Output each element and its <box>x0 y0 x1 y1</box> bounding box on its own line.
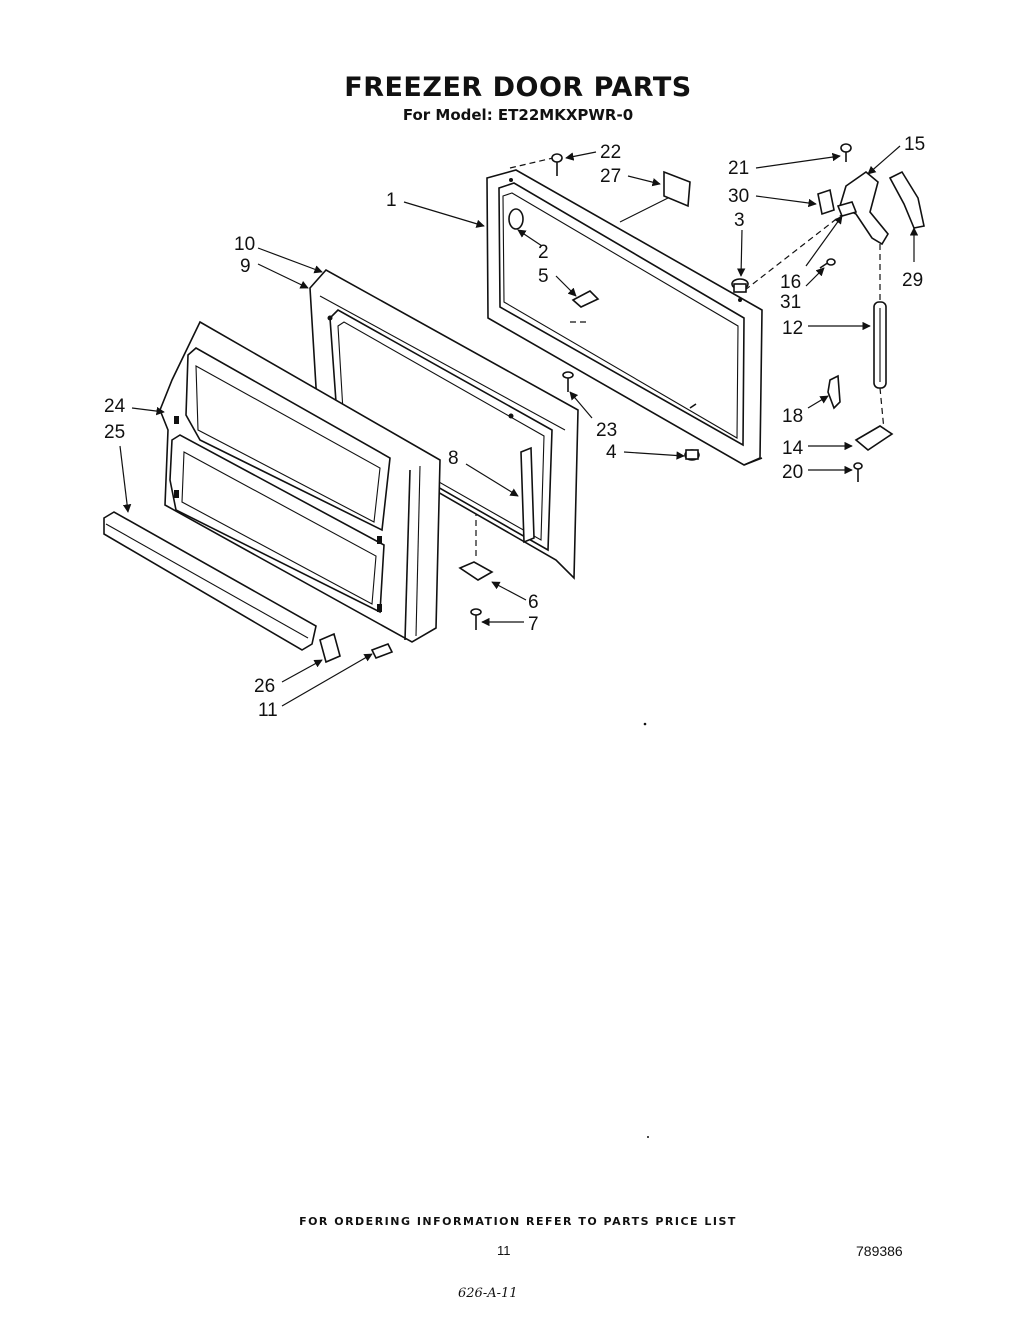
handwritten-note: 626-A-11 <box>458 1286 518 1301</box>
callout-29: 29 <box>902 270 923 291</box>
bottom-handle-mount-shape <box>854 425 894 451</box>
hinge-cover-shape <box>888 170 925 229</box>
callout-11: 11 <box>258 700 278 721</box>
callout-3: 3 <box>734 210 745 231</box>
door-liner-shape <box>159 320 441 643</box>
label-plate-shape <box>663 170 691 208</box>
lower-bracket-shape <box>458 561 494 581</box>
leader-lines <box>119 145 919 707</box>
callout-18: 18 <box>782 406 803 427</box>
door-stop-shape <box>508 208 524 230</box>
callout-21: 21 <box>728 158 749 179</box>
callout-24: 24 <box>104 396 126 417</box>
clip-screw-shape <box>562 371 574 392</box>
callout-1: 1 <box>386 190 397 211</box>
ordering-note: FOR ORDERING INFORMATION REFER TO PARTS … <box>299 1215 737 1228</box>
callout-30: 30 <box>728 186 749 207</box>
callout-4: 4 <box>606 442 617 463</box>
callout-6: 6 <box>528 592 539 613</box>
callout-22: 22 <box>600 142 621 163</box>
document-number: 789386 <box>856 1243 903 1259</box>
frame-screw-shape <box>551 153 563 176</box>
callout-15: 15 <box>904 134 925 155</box>
callout-14: 14 <box>782 438 804 459</box>
callout-7: 7 <box>528 614 539 635</box>
mount-screw-shape <box>853 462 863 482</box>
end-cap-screw-shape <box>370 642 394 660</box>
hinge-washer-shape <box>836 201 858 217</box>
callout-2: 2 <box>538 242 549 263</box>
callout-12: 12 <box>782 318 803 339</box>
callout-5: 5 <box>538 266 549 287</box>
callout-26: 26 <box>254 676 275 697</box>
callout-16: 16 <box>780 272 801 293</box>
end-cap-shape <box>319 632 341 664</box>
callout-labels: 1 2 3 4 5 6 7 8 9 10 11 12 14 15 16 18 2… <box>104 134 925 721</box>
page-number: 11 <box>497 1243 511 1258</box>
callout-9: 9 <box>240 256 251 277</box>
callout-27: 27 <box>600 166 621 187</box>
callout-20: 20 <box>782 462 803 483</box>
callout-10: 10 <box>234 234 255 255</box>
model-subtitle: For Model: ET22MKXPWR-0 <box>402 106 634 124</box>
callout-31: 31 <box>780 292 801 313</box>
hinge-pin-screw-shape <box>819 258 836 269</box>
callout-25: 25 <box>104 422 125 443</box>
callout-23: 23 <box>596 420 617 441</box>
bracket-screw-shape <box>470 608 482 630</box>
page-title: FREEZER DOOR PARTS <box>344 72 692 103</box>
door-handle-shape <box>873 301 887 389</box>
door-clip-shape <box>571 290 600 308</box>
door-outer-frame <box>486 169 763 466</box>
top-bushing-shape <box>731 278 749 302</box>
hinge-shim-shape <box>817 188 835 216</box>
hinge-screw-shape <box>840 143 852 162</box>
handle-bracket-shape <box>827 374 841 410</box>
door-gasket-shape <box>520 446 535 544</box>
bottom-bushing-shape <box>684 449 700 461</box>
callout-8: 8 <box>448 448 459 469</box>
shelf-bar-shape <box>103 511 317 651</box>
